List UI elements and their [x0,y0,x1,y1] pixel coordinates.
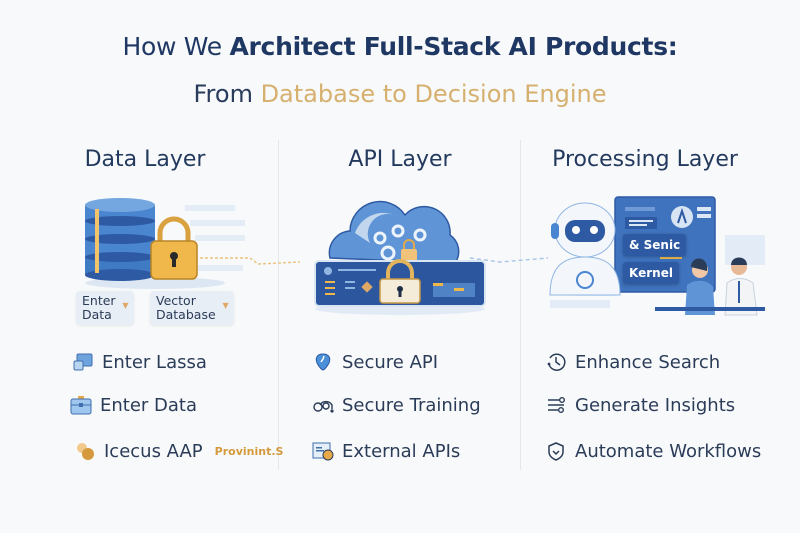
list-item: Icecus AAP Provinint.S [74,440,283,462]
people-icon [312,394,334,416]
chip-line: Enter [82,293,116,308]
padlock-icon [379,259,421,304]
database-lock-illustration [85,198,245,289]
document-chart-icon [312,440,334,462]
list-item: Generate Insights [545,394,735,416]
gear-icon [373,224,427,261]
chevron-down-icon: ▼ [222,301,229,310]
column-divider [520,140,521,470]
page-subtitle: From Database to Decision Engine [0,80,800,108]
list-item: Secure Training [312,394,481,416]
list-item: Automate Workflows [545,440,761,462]
column-title-data-layer: Data Layer [84,147,206,172]
subtitle-accent: Database to Decision Engine [260,80,607,108]
list-item: Secure API [312,351,438,373]
small-padlock-icon [401,239,417,262]
people-icon [655,257,765,316]
title-bold: Architect Full-Stack AI Products: [229,32,678,61]
item-label: Enter Data [100,394,198,416]
list-item: Enhance Search [545,351,720,373]
shield-check-icon [545,440,567,462]
subtitle-plain: From [193,80,261,108]
chip-line: Data [82,307,112,322]
column-divider [278,140,279,470]
list-item: Enter Data [70,394,197,416]
brand-logo-text: Provinint.S [214,444,284,458]
chip-vector-database[interactable]: Vector Database ▼ [150,291,234,325]
column-title-processing-layer: Processing Layer [552,147,738,172]
item-label: Enhance Search [575,351,721,373]
chip-line: Vector [156,293,196,308]
page-title: How We Architect Full-Stack AI Products: [0,32,800,61]
item-label: Enter Lassa [102,351,207,373]
title-light: How We [122,32,230,61]
robot-icon [549,202,621,296]
item-label: Automate Workflows [575,440,762,462]
item-label: Secure API [342,351,439,373]
column-title-api-layer: API Layer [348,147,452,172]
robot-team-illustration [549,196,765,316]
item-label: Generate Insights [575,394,736,416]
database-icon [85,198,155,281]
briefcase-icon [70,394,92,416]
shield-icon [312,351,334,373]
tag-senic: & Senic [623,234,687,256]
speed-lines [185,205,245,271]
list-item: Enter Lassa [72,351,207,373]
item-label: Icecus AAP [104,440,203,462]
chevron-down-icon: ▼ [122,301,129,310]
padlock-icon [150,216,198,280]
history-icon [545,351,567,373]
item-label: Secure Training [342,394,481,416]
list-item: External APIs [312,440,460,462]
chip-line: Database [156,307,216,322]
cloud-server-illustration [314,200,486,315]
tag-kernel: Kernel [623,262,679,284]
link-icon [74,440,96,462]
laptop-icon [72,351,94,373]
item-label: External APIs [342,440,461,462]
chip-enter-data[interactable]: Enter Data ▼ [76,291,134,325]
sliders-icon [545,394,567,416]
